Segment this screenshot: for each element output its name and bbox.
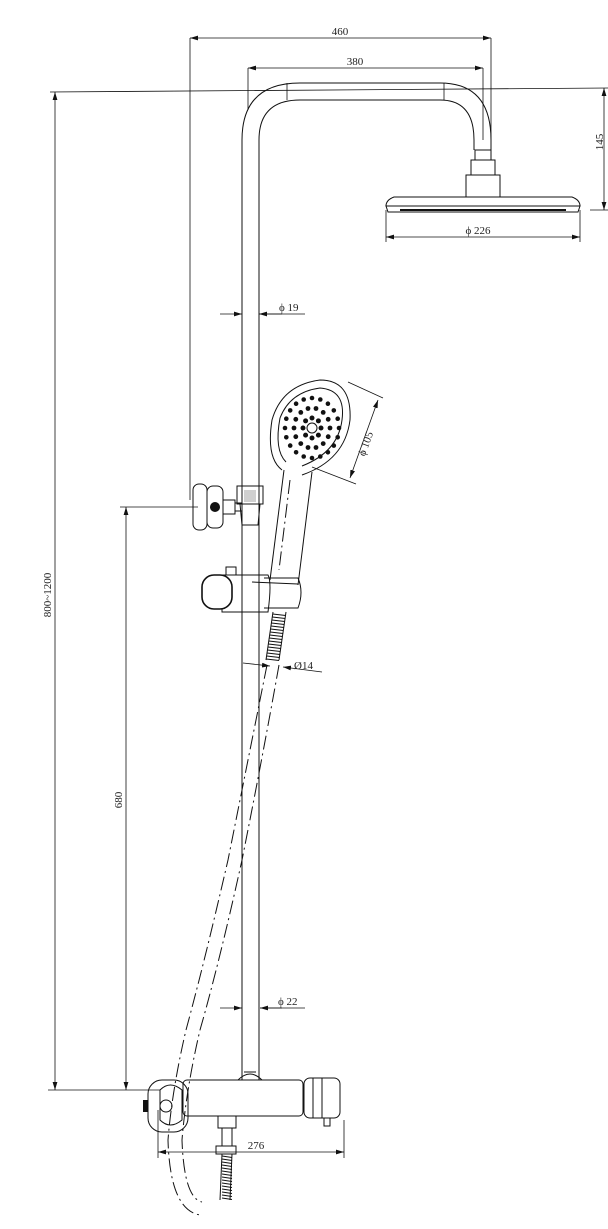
hose-coil: [270, 631, 284, 634]
nozzle-dot: [325, 401, 331, 407]
nozzle-dot: [293, 434, 299, 440]
hose-coil: [221, 1170, 233, 1173]
upper-pipe-clamp: [236, 485, 264, 526]
nozzle-dot: [318, 397, 323, 402]
riser-pipe: [241, 82, 492, 1080]
nozzle-dot: [313, 445, 319, 450]
nozzle-dot: [325, 416, 331, 422]
nozzle-dot: [298, 441, 304, 446]
nozzle-dot: [313, 406, 319, 411]
dimension-800-1200-label: 800~1200: [42, 572, 54, 617]
nozzle-dot: [309, 415, 315, 421]
nozzle-dot: [282, 425, 288, 431]
dimension-hand-shower-label: ϕ 105: [356, 430, 376, 458]
nozzle-dot: [315, 418, 321, 424]
hose-coil: [221, 1158, 233, 1161]
nozzle-dot: [320, 441, 326, 446]
nozzle-dot: [325, 450, 331, 455]
slide-bar-holder: [201, 566, 302, 613]
nozzle-dot: [325, 434, 331, 440]
nozzle-dot: [309, 395, 315, 401]
nozzle-dot: [327, 425, 333, 431]
dimension-head-diameter: ϕ 226: [385, 210, 581, 242]
dimension-680-label: 680: [113, 791, 125, 808]
hose-coil: [221, 1164, 233, 1167]
hose-coil: [266, 655, 280, 658]
dimension-145: 145: [49, 87, 608, 211]
dimension-head-diameter-label: ϕ 226: [465, 225, 491, 237]
nozzle-dot: [336, 425, 342, 431]
nozzle-dot: [305, 445, 311, 450]
nozzle-dot: [331, 408, 337, 413]
hose-coil: [272, 613, 286, 616]
nozzle-dot: [318, 425, 324, 431]
nozzle-dot: [300, 425, 306, 431]
thermostatic-mixer: [143, 1071, 341, 1201]
hand-shower: [269, 379, 351, 586]
hose-coil: [270, 628, 284, 631]
dimension-hose-label: Ø14: [294, 660, 313, 672]
nozzle-dot: [318, 454, 323, 459]
hose-coil: [268, 643, 282, 646]
hose-coil: [221, 1167, 233, 1170]
dimension-460: 460: [189, 26, 492, 500]
hose-coil: [268, 640, 282, 643]
dimension-460-label: 460: [332, 26, 349, 38]
nozzle-dot: [309, 435, 315, 441]
nozzle-dot: [287, 408, 293, 413]
dimension-145-label: 145: [594, 133, 606, 150]
nozzle-dot: [293, 416, 299, 422]
hose-coil: [221, 1155, 233, 1158]
nozzle-dot: [291, 425, 297, 431]
nozzle-dot: [301, 397, 307, 402]
nozzle-dot: [303, 432, 309, 438]
nozzle-dot: [335, 435, 341, 440]
nozzle-dot: [315, 432, 321, 438]
wall-bracket: [192, 483, 243, 531]
hose-coil: [221, 1173, 233, 1176]
dimension-276: 276: [157, 1110, 345, 1158]
hose-coil: [266, 658, 280, 661]
hose-coil: [266, 652, 281, 655]
shower-hose: [167, 611, 287, 1216]
dimension-hose: Ø14: [242, 660, 323, 673]
dimension-380: 380: [247, 56, 484, 140]
dimension-lower-pipe-label: ϕ 22: [278, 996, 298, 1008]
dimension-upper-pipe: ϕ 19: [220, 302, 305, 317]
hose-coil: [269, 637, 283, 640]
hose-coil: [269, 634, 283, 637]
hose-coil: [270, 625, 285, 628]
nozzle-dot: [331, 443, 337, 448]
hand-shower-nozzles: [282, 395, 342, 461]
hose-coil: [272, 616, 286, 619]
hose-coil: [271, 619, 285, 622]
nozzle-dot: [301, 454, 307, 459]
nozzle-dot: [284, 435, 289, 440]
dimension-800-1200: 800~1200: [42, 92, 160, 1091]
dimension-276-label: 276: [248, 1140, 265, 1152]
nozzle-dot: [305, 406, 311, 411]
dimension-lower-pipe: ϕ 22: [220, 996, 305, 1011]
overhead-shower-head: [385, 149, 581, 213]
dimension-upper-pipe-label: ϕ 19: [279, 302, 299, 314]
nozzle-dot: [335, 416, 341, 422]
nozzle-dot: [293, 401, 299, 407]
hose-coil: [221, 1176, 233, 1179]
hose-coil: [221, 1161, 233, 1164]
nozzle-dot: [298, 410, 304, 415]
hose-coil: [267, 646, 281, 649]
nozzle-dot: [287, 443, 293, 448]
dimension-680: 680: [113, 506, 198, 1090]
nozzle-dot: [320, 410, 326, 415]
nozzle-center: [306, 422, 318, 434]
nozzle-dot: [309, 455, 315, 461]
nozzle-dot: [284, 416, 289, 422]
nozzle-dot: [303, 418, 309, 424]
nozzle-dot: [293, 450, 299, 455]
hose-coil: [271, 622, 285, 625]
dimension-380-label: 380: [347, 56, 364, 68]
hose-coil: [267, 649, 281, 652]
